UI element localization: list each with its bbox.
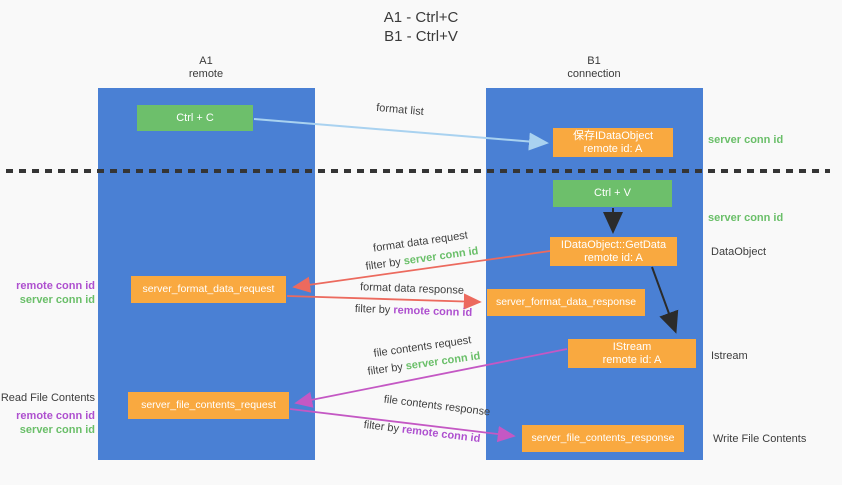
server-conn-id-top-label: server conn id <box>708 134 784 146</box>
istream-line2: remote id: A <box>602 353 662 366</box>
filter-by-prefix: filter by <box>364 255 405 273</box>
write-file-contents-label: Write File Contents <box>713 433 807 445</box>
lane-a1-name: A1 <box>199 55 213 67</box>
file-conn-id-labels: Read File Contents remote conn id server… <box>0 391 95 437</box>
getdata-line2: remote id: A <box>584 251 643 264</box>
format-data-response-label: format data response <box>359 281 465 297</box>
remote-conn-id-file-label: remote conn id <box>16 410 95 422</box>
filter-by-remote-conn-id-label-2: filter by remote conn id <box>342 416 502 447</box>
lane-header-a1: A1 remote <box>131 55 281 81</box>
lane-b1-name: B1 <box>587 55 601 67</box>
diagram-title: A1 - Ctrl+C B1 - Ctrl+V <box>0 8 842 46</box>
server-conn-id-file-label: server conn id <box>19 424 95 436</box>
filter-by-prefix: filter by <box>366 360 407 378</box>
lane-b1-subtitle: connection <box>567 68 621 80</box>
remote-conn-id-filter-text: remote conn id <box>401 423 481 446</box>
format-data-response-arrow <box>286 293 482 310</box>
server-format-data-request-box: server_format_data_request <box>131 276 286 303</box>
remote-conn-id-format-label: remote conn id <box>16 280 95 292</box>
server-conn-id-format-label: server conn id <box>19 294 95 306</box>
server-format-data-request-label: server_format_data_request <box>142 283 275 295</box>
save-dataobject-line1: 保存IDataObject <box>572 129 654 142</box>
istream-line1: IStream <box>612 340 652 353</box>
server-file-contents-response-label: server_file_contents_response <box>531 432 675 444</box>
server-file-contents-request-box: server_file_contents_request <box>128 392 289 419</box>
ctrl-v-box: Ctrl + V <box>553 180 672 207</box>
ctrl-c-label: Ctrl + C <box>176 111 214 124</box>
dataobject-label: DataObject <box>711 246 767 258</box>
format-conn-id-labels: remote conn id server conn id <box>0 279 95 307</box>
ctrl-c-box: Ctrl + C <box>137 105 253 131</box>
server-file-contents-request-label: server_file_contents_request <box>141 399 276 411</box>
getdata-box: IDataObject::GetData remote id: A <box>550 237 677 266</box>
filter-by-prefix: filter by <box>363 418 403 436</box>
server-format-data-response-label: server_format_data_response <box>495 296 637 308</box>
lane-a1-subtitle: remote <box>188 68 224 80</box>
server-format-data-response-box: server_format_data_response <box>487 289 645 316</box>
getdata-line1: IDataObject::GetData <box>560 238 667 251</box>
title-line2: B1 - Ctrl+V <box>384 28 458 45</box>
istream-side-label: Istream <box>711 350 748 362</box>
server-conn-id-mid-label: server conn id <box>708 212 784 224</box>
read-file-contents-label: Read File Contents <box>0 392 95 404</box>
title-line1: A1 - Ctrl+C <box>383 9 459 26</box>
server-file-contents-response-box: server_file_contents_response <box>522 425 684 452</box>
session-divider-line <box>6 169 830 173</box>
filter-by-remote-conn-id-label-1: filter by remote conn id <box>336 302 491 319</box>
filter-by-prefix: filter by <box>354 302 394 317</box>
remote-conn-id-filter-text: remote conn id <box>393 304 473 320</box>
ctrl-v-label: Ctrl + V <box>594 187 631 199</box>
save-dataobject-line2: remote id: A <box>583 142 643 155</box>
lane-header-b1: B1 connection <box>519 55 669 81</box>
format-list-label: format list <box>375 101 425 119</box>
save-dataobject-box: 保存IDataObject remote id: A <box>553 128 673 157</box>
istream-box: IStream remote id: A <box>568 339 696 368</box>
